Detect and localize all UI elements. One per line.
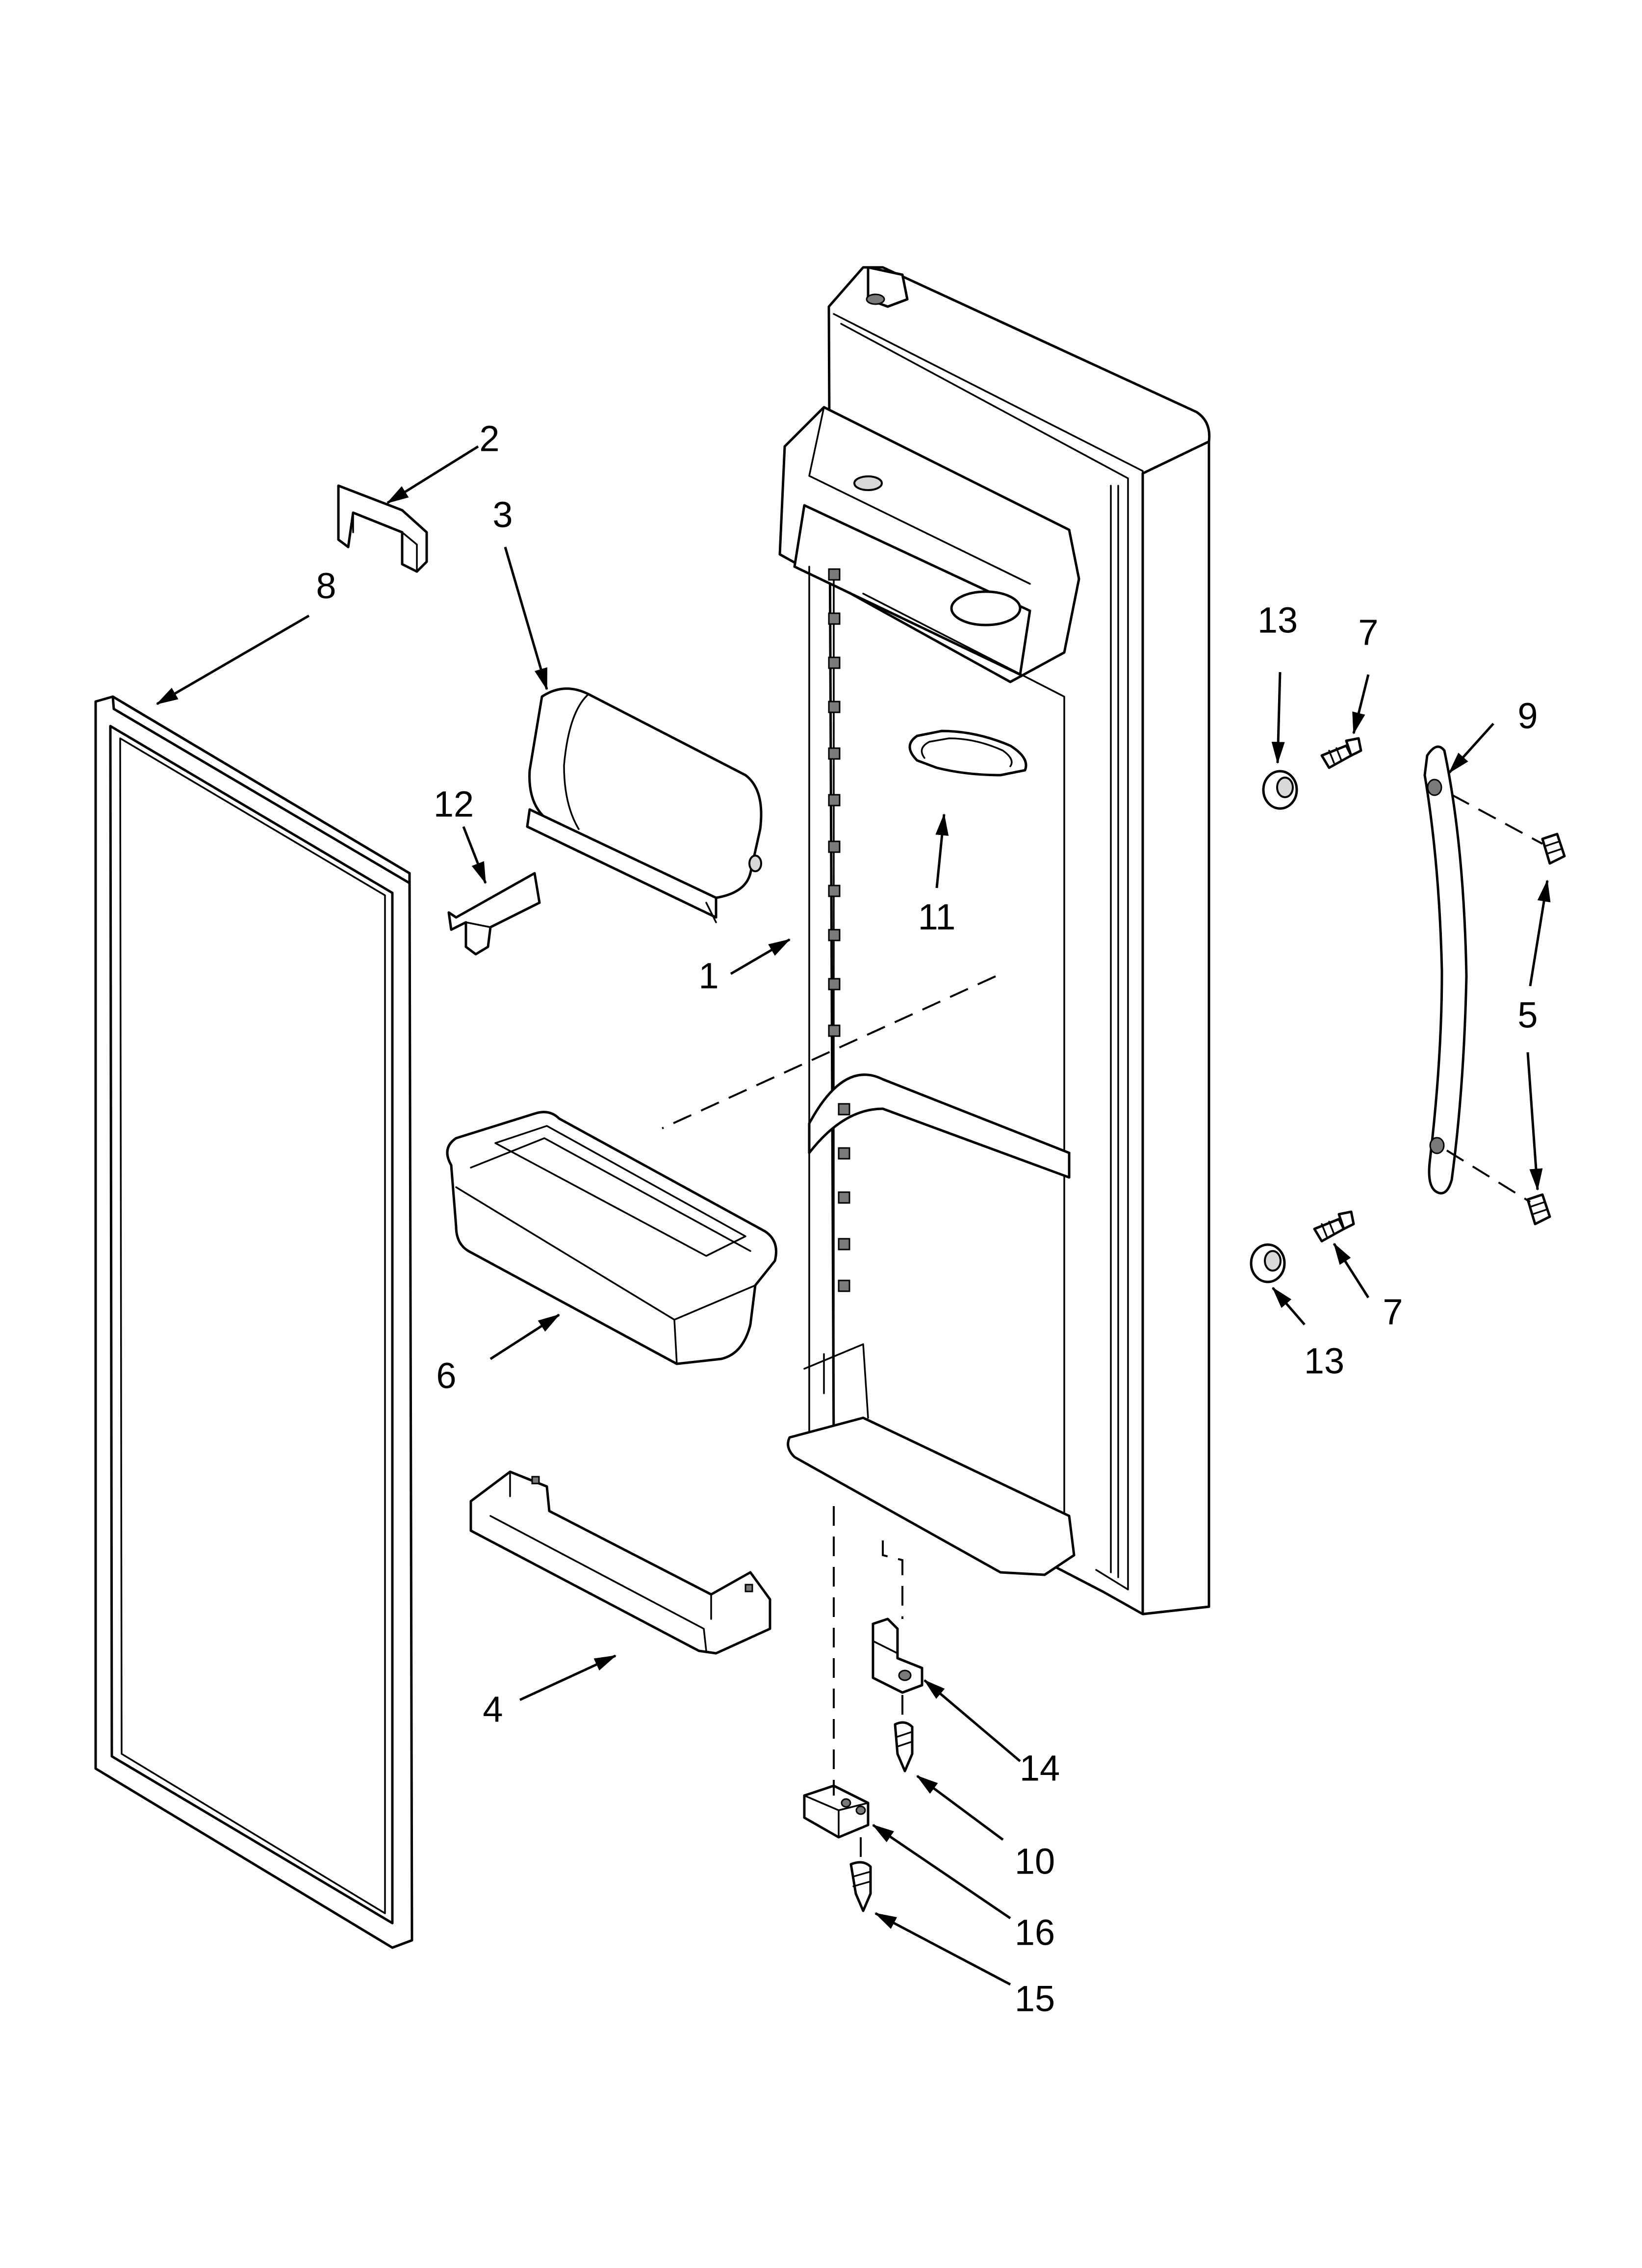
callout-6: 6 bbox=[436, 1356, 456, 1396]
part-spacer-upper bbox=[1262, 770, 1298, 810]
callout-11: 11 bbox=[918, 897, 956, 938]
part-screw-upper bbox=[1320, 737, 1362, 769]
part-door-liner bbox=[778, 266, 1211, 1616]
shelf-support-tabs bbox=[828, 568, 850, 1292]
part-screw-bottom bbox=[849, 1861, 872, 1912]
part-handle-screw-upper bbox=[1541, 833, 1566, 865]
callout-2: 2 bbox=[479, 418, 499, 459]
part-bin-bar bbox=[469, 1470, 771, 1655]
part-spacer-lower bbox=[1250, 1243, 1286, 1283]
callout-15: 15 bbox=[1015, 1979, 1055, 2019]
callout-12: 12 bbox=[434, 784, 474, 825]
part-door-bin bbox=[446, 1111, 777, 1365]
callout-9: 9 bbox=[1517, 696, 1538, 736]
part-clip bbox=[337, 484, 428, 573]
callout-7-upper: 7 bbox=[1358, 612, 1378, 653]
callout-13-upper: 13 bbox=[1257, 600, 1298, 641]
part-bracket bbox=[447, 872, 541, 956]
part-oval-trim bbox=[908, 730, 1027, 777]
part-dairy-bin-cover bbox=[526, 687, 763, 923]
callout-10: 10 bbox=[1015, 1841, 1055, 1882]
part-screw-lower bbox=[1313, 1210, 1355, 1243]
part-door-handle bbox=[1423, 745, 1468, 1195]
assembly-lines bbox=[662, 794, 1543, 1859]
leader-lines bbox=[156, 445, 1551, 1986]
part-screw bbox=[894, 1721, 914, 1773]
callout-5: 5 bbox=[1517, 995, 1538, 1036]
callout-14: 14 bbox=[1020, 1748, 1060, 1789]
callout-labels: 2 3 8 12 1 11 13 7 9 5 6 7 13 4 14 10 16… bbox=[316, 418, 1538, 2019]
callout-13-lower: 13 bbox=[1304, 1341, 1344, 1382]
part-handle-screw-lower bbox=[1526, 1193, 1551, 1225]
callout-4: 4 bbox=[483, 1689, 503, 1730]
callout-16: 16 bbox=[1015, 1912, 1055, 1953]
callout-8: 8 bbox=[316, 566, 336, 606]
part-hinge bbox=[872, 1617, 924, 1694]
part-door-gasket bbox=[94, 695, 413, 1949]
callout-1: 1 bbox=[698, 956, 718, 996]
callout-3: 3 bbox=[492, 495, 513, 535]
part-hinge-block bbox=[803, 1784, 870, 1839]
callout-7-lower: 7 bbox=[1383, 1292, 1403, 1332]
